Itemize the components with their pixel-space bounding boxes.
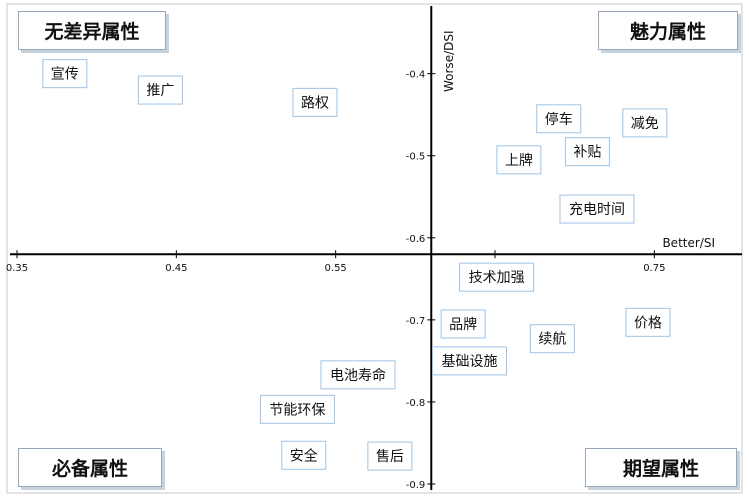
y-tick-label: -0.9 bbox=[406, 480, 426, 491]
y-tick-label: -0.6 bbox=[406, 234, 426, 245]
data-point-label: 电池寿命 bbox=[330, 367, 386, 384]
data-point: 售后 bbox=[367, 441, 413, 471]
data-point-box bbox=[281, 440, 327, 470]
y-tick-label: -0.5 bbox=[406, 152, 426, 163]
data-point: 路权 bbox=[292, 87, 338, 117]
y-tick-label: -0.7 bbox=[406, 316, 426, 327]
x-axis-label: Better/SI bbox=[662, 236, 715, 250]
data-point-box bbox=[622, 108, 668, 138]
plot-frame bbox=[6, 3, 743, 494]
data-point-box bbox=[432, 346, 508, 376]
data-point: 停车 bbox=[536, 104, 582, 134]
data-point-label: 减免 bbox=[631, 116, 659, 132]
data-point: 推广 bbox=[137, 75, 183, 105]
data-point: 上牌 bbox=[496, 145, 542, 175]
data-point-label: 售后 bbox=[376, 449, 404, 465]
data-point-box bbox=[625, 307, 671, 337]
quadrant-label-indifferent: 无差异属性 bbox=[18, 11, 166, 50]
y-tick-label: -0.4 bbox=[406, 70, 426, 81]
data-point-label: 上牌 bbox=[505, 152, 533, 169]
data-point-label: 品牌 bbox=[449, 316, 477, 333]
data-point: 续航 bbox=[529, 324, 575, 354]
data-point: 电池寿命 bbox=[320, 360, 396, 390]
data-point: 价格 bbox=[625, 307, 671, 337]
data-point-box bbox=[459, 262, 535, 292]
data-point-label: 充电时间 bbox=[569, 202, 625, 218]
x-tick-label: 0.55 bbox=[325, 263, 347, 274]
data-point-box bbox=[496, 145, 542, 175]
quadrant-label-one-dimensional: 期望属性 bbox=[585, 448, 737, 487]
data-point: 基础设施 bbox=[432, 346, 508, 376]
data-point: 补贴 bbox=[564, 137, 610, 167]
data-point-label: 路权 bbox=[301, 95, 329, 111]
data-point-label: 节能环保 bbox=[269, 402, 325, 418]
data-point-box bbox=[440, 309, 486, 339]
x-tick-label: 0.45 bbox=[165, 263, 187, 274]
data-point-box bbox=[536, 104, 582, 134]
data-point-box bbox=[259, 394, 335, 424]
x-tick-label: 0.35 bbox=[6, 263, 28, 274]
data-point-box bbox=[42, 59, 88, 89]
data-point-label: 基础设施 bbox=[442, 353, 498, 370]
data-point-label: 推广 bbox=[146, 83, 174, 99]
data-point-box bbox=[529, 324, 575, 354]
data-point-label: 停车 bbox=[545, 111, 573, 128]
data-point-box bbox=[564, 137, 610, 167]
data-point-box bbox=[559, 194, 635, 224]
x-tick-label: 0.75 bbox=[643, 263, 665, 274]
data-point-box bbox=[137, 75, 183, 105]
data-point-box bbox=[292, 87, 338, 117]
y-tick-label: -0.8 bbox=[406, 398, 426, 409]
data-point-box bbox=[320, 360, 396, 390]
data-point: 品牌 bbox=[440, 309, 486, 339]
data-point-label: 安全 bbox=[290, 447, 318, 464]
y-axis-label: Worse/DSI bbox=[442, 30, 456, 92]
data-point: 安全 bbox=[281, 440, 327, 470]
data-point-label: 续航 bbox=[538, 331, 566, 348]
data-point-label: 补贴 bbox=[573, 145, 601, 161]
data-point-label: 价格 bbox=[634, 315, 662, 331]
data-point-label: 技术加强 bbox=[469, 270, 525, 286]
data-point: 减免 bbox=[622, 108, 668, 138]
data-point-label: 宣传 bbox=[51, 67, 79, 83]
data-point: 充电时间 bbox=[559, 194, 635, 224]
data-point-box bbox=[367, 441, 413, 471]
data-point: 节能环保 bbox=[259, 394, 335, 424]
data-point: 宣传 bbox=[42, 59, 88, 89]
quadrant-label-attractive: 魅力属性 bbox=[598, 11, 738, 50]
data-point: 技术加强 bbox=[459, 262, 535, 292]
quadrant-label-must-be: 必备属性 bbox=[18, 448, 162, 487]
